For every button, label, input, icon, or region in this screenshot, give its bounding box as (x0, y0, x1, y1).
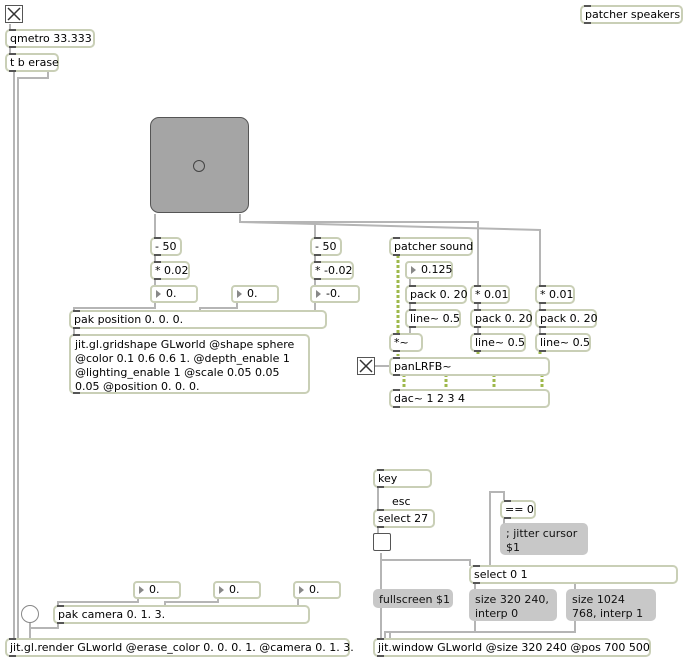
pak-position-object[interactable]: pak position 0. 0. 0. (69, 310, 327, 329)
size-small-message[interactable]: size 320 240, interp 0 (469, 589, 557, 621)
line-object-c[interactable]: line~ 0.5 (535, 333, 591, 352)
camera-z-number[interactable]: 0. (293, 581, 341, 599)
jit-window-object[interactable]: jit.window GLworld @size 320 240 @pos 70… (373, 638, 651, 657)
metro-toggle[interactable] (5, 5, 23, 23)
camera-y-number[interactable]: 0. (213, 581, 261, 599)
dac-object[interactable]: dac~ 1 2 3 4 (389, 389, 550, 408)
select-27-object[interactable]: select 27 (373, 509, 435, 528)
multiply-001-object-a[interactable]: * 0.01 (470, 285, 510, 304)
pack-object-a[interactable]: pack 0. 20 (405, 285, 468, 304)
qmetro-object[interactable]: qmetro 33.333 (5, 29, 95, 48)
multiply-002-object[interactable]: * 0.02 (150, 261, 190, 280)
fullscreen-message[interactable]: fullscreen $1 (373, 589, 453, 608)
pack-object-b[interactable]: pack 0. 20 (470, 309, 533, 328)
fullscreen-toggle[interactable] (373, 533, 391, 551)
audio-toggle[interactable] (357, 357, 375, 375)
esc-comment: esc (392, 495, 411, 508)
jitter-cursor-message[interactable]: ; jitter cursor $1 (500, 523, 588, 555)
equals-zero-object[interactable]: == 0 (500, 500, 536, 519)
line-object-a[interactable]: line~ 0.5 (405, 309, 461, 328)
x-icon (359, 359, 373, 373)
select-0-1-object[interactable]: select 0 1 (469, 565, 678, 584)
size-large-message[interactable]: size 1024 768, interp 1 (566, 589, 656, 621)
pak-camera-object[interactable]: pak camera 0. 1. 3. (53, 605, 310, 624)
pack-object-c[interactable]: pack 0. 20 (535, 309, 598, 328)
signal-multiply-object[interactable]: *~ (389, 333, 423, 352)
jit-gl-render-object[interactable]: jit.gl.render GLworld @erase_color 0. 0.… (5, 638, 354, 657)
panlrfb-object[interactable]: panLRFB~ (389, 357, 550, 376)
trigger-object[interactable]: t b erase (5, 53, 59, 72)
camera-x-number[interactable]: 0. (133, 581, 181, 599)
patcher-sound-object[interactable]: patcher sound (389, 237, 473, 256)
x-icon (7, 7, 21, 21)
position-2d-slider[interactable] (150, 117, 249, 213)
gridshape-object[interactable]: jit.gl.gridshape GLworld @shape sphere @… (69, 334, 310, 394)
key-object[interactable]: key (373, 469, 432, 488)
gain-number[interactable]: 0.125 (405, 261, 453, 279)
subtract-50-object-left[interactable]: - 50 (150, 237, 182, 256)
subtract-50-object-right[interactable]: - 50 (310, 237, 342, 256)
camera-bang-button[interactable] (21, 605, 39, 623)
position-y-number[interactable]: 0. (231, 285, 279, 303)
line-object-b[interactable]: line~ 0.5 (470, 333, 526, 352)
slider-knob[interactable] (193, 160, 205, 172)
multiply-neg002-object[interactable]: * -0.02 (310, 261, 354, 280)
multiply-001-object-b[interactable]: * 0.01 (535, 285, 575, 304)
position-z-number[interactable]: -0. (310, 285, 360, 303)
position-x-number[interactable]: 0. (150, 285, 198, 303)
patcher-speakers-object[interactable]: patcher speakers (580, 5, 683, 24)
